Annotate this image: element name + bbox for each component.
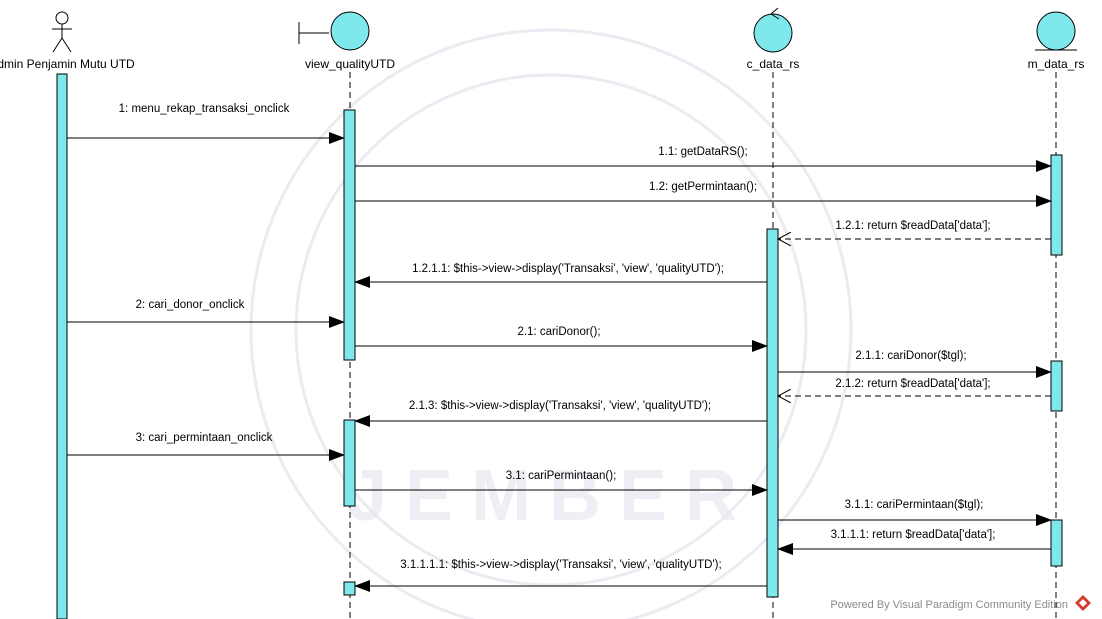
- message-2-1-2: 2.1.2: return $readData['data'];: [778, 378, 1051, 396]
- actor-icon: [52, 11, 72, 53]
- message-3-1-1-1: 3.1.1.1: return $readData['data'];: [777, 529, 1051, 555]
- message-3-1-1: 3.1.1: cariPermintaan($tgl);: [778, 499, 1052, 526]
- message-1-2-1: 1.2.1: return $readData['data'];: [778, 220, 1051, 239]
- message-label: 1.1: getDataRS();: [658, 146, 747, 158]
- message-label: 2.1.3: $this->view->display('Transaksi',…: [409, 400, 711, 412]
- watermark-text: JEMBER: [347, 456, 755, 536]
- visual-paradigm-logo-icon: [1075, 595, 1091, 611]
- lifeline-admin-name: Admin Penjamin Mutu UTD: [0, 57, 135, 71]
- message-label: 1: menu_rekap_transaksi_onclick: [119, 103, 290, 115]
- lifeline-ent-name: m_data_rs: [1028, 57, 1085, 71]
- lifeline-ctrl: c_data_rs: [747, 7, 800, 71]
- message-label: 2.1: cariDonor();: [517, 326, 600, 338]
- activation-view-3: [343, 581, 356, 596]
- watermark: JEMBER: [249, 28, 853, 619]
- lifeline-ctrl-name: c_data_rs: [747, 57, 800, 71]
- activation-ctrl: [766, 228, 779, 598]
- message-label: 3.1.1.1: return $readData['data'];: [831, 529, 996, 541]
- lifeline-view: view_qualityUTD: [298, 11, 395, 71]
- messages: 1: menu_rekap_transaksi_onclick 1.1: get…: [67, 103, 1052, 592]
- message-1-2: 1.2: getPermintaan();: [355, 181, 1052, 207]
- lifeline-admin: Admin Penjamin Mutu UTD: [0, 11, 135, 71]
- message-label: 3.1.1: cariPermintaan($tgl);: [845, 499, 984, 511]
- message-2-1-3: 2.1.3: $this->view->display('Transaksi',…: [354, 400, 767, 427]
- message-label: 2.1.1: cariDonor($tgl);: [855, 350, 966, 362]
- message-label: 1.2.1.1: $this->view->display('Transaksi…: [412, 263, 724, 275]
- message-1-1: 1.1: getDataRS();: [355, 146, 1052, 172]
- boundary-icon: [298, 11, 370, 51]
- activation-view-1: [343, 109, 356, 361]
- message-label: 2: cari_donor_onclick: [136, 299, 245, 311]
- activation-ent-1: [1050, 154, 1063, 256]
- message-3-1: 3.1: cariPermintaan();: [355, 470, 768, 496]
- lifeline-ent: m_data_rs: [1028, 11, 1085, 71]
- message-label: 1.2: getPermintaan();: [649, 181, 757, 193]
- message-2-1-1: 2.1.1: cariDonor($tgl);: [778, 350, 1052, 378]
- activation-ent-2: [1050, 360, 1063, 412]
- activation-view-2: [343, 419, 356, 507]
- footer: Powered By Visual Paradigm Community Edi…: [830, 595, 1091, 611]
- footer-text: Powered By Visual Paradigm Community Edi…: [830, 599, 1068, 611]
- activation-bars: [56, 73, 1063, 619]
- message-label: 3: cari_permintaan_onclick: [136, 432, 273, 444]
- lifeline-view-name: view_qualityUTD: [305, 57, 395, 71]
- message-1: 1: menu_rekap_transaksi_onclick: [67, 103, 345, 144]
- message-1-2-1-1: 1.2.1.1: $this->view->display('Transaksi…: [354, 263, 767, 288]
- activation-admin: [56, 73, 68, 619]
- activation-ent-3: [1050, 519, 1063, 567]
- entity-icon: [1035, 11, 1077, 51]
- message-label: 3.1.1.1.1: $this->view->display('Transak…: [400, 559, 721, 571]
- message-label: 2.1.2: return $readData['data'];: [835, 378, 990, 390]
- message-3: 3: cari_permintaan_onclick: [67, 432, 345, 461]
- message-3-1-1-1-1: 3.1.1.1.1: $this->view->display('Transak…: [354, 559, 767, 592]
- message-2-1: 2.1: cariDonor();: [355, 326, 768, 352]
- control-icon: [753, 7, 793, 53]
- message-label: 3.1: cariPermintaan();: [506, 470, 617, 482]
- message-2: 2: cari_donor_onclick: [67, 299, 345, 328]
- message-label: 1.2.1: return $readData['data'];: [835, 220, 990, 232]
